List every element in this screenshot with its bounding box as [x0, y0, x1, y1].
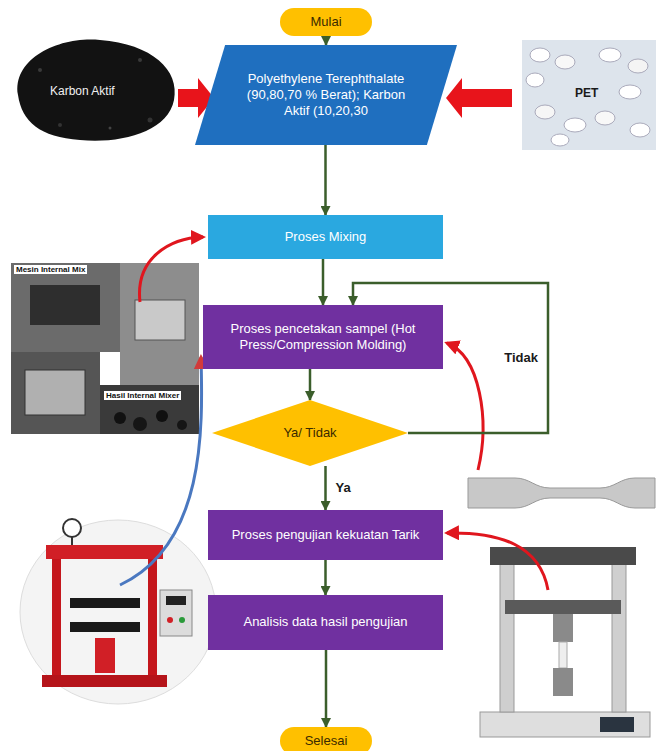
- machine-column: [612, 560, 626, 712]
- pellet: [530, 48, 550, 62]
- compound-lump: [156, 410, 168, 422]
- press-base: [42, 675, 167, 687]
- heating-plate: [70, 622, 140, 632]
- button: [167, 617, 173, 623]
- hot-press-photo: [20, 519, 216, 704]
- process-box: Proses pengujian kekuatan Tarik: [208, 510, 443, 560]
- pointer-arrow: [447, 343, 483, 470]
- press-beam: [46, 545, 163, 559]
- photo-frame: [10, 262, 200, 435]
- photo-label: PET: [573, 86, 600, 100]
- photo: [10, 352, 100, 435]
- dogbone-specimen: [468, 478, 655, 508]
- pointer-arrow: [140, 237, 203, 302]
- powder-grain: [109, 127, 112, 130]
- pellet: [555, 55, 575, 69]
- heating-plate: [70, 598, 140, 608]
- pet-pellets-photo: [522, 40, 656, 150]
- flow-arrow: [324, 560, 327, 595]
- pellet: [551, 134, 569, 146]
- powder-grain: [148, 118, 153, 123]
- screen: [600, 717, 634, 732]
- flow-arrow: [324, 466, 327, 510]
- photo-label: Mesin Internal Mix: [14, 265, 87, 274]
- flow-arrow: [322, 259, 325, 305]
- specimen: [559, 642, 567, 668]
- flow-arrow: [325, 36, 328, 45]
- start-terminal: Mulai: [280, 8, 372, 36]
- node-text: Analisis data hasil pengujian: [243, 614, 407, 630]
- decision-diamond-shape: [212, 400, 408, 466]
- machine-column: [500, 560, 514, 712]
- compound-lump: [177, 420, 187, 430]
- photo-label: Hasil Internal Mixer: [104, 391, 181, 400]
- compound-lump: [133, 417, 147, 431]
- photo-ground: [522, 40, 656, 150]
- machine-base: [480, 712, 650, 737]
- display: [166, 596, 186, 605]
- node-text: Proses Mixing: [285, 229, 367, 245]
- mixer-body: [135, 300, 185, 340]
- flow-arrow: [309, 369, 312, 400]
- flow-arrow: [325, 650, 328, 727]
- carbon-powder: [17, 40, 174, 141]
- edge-label: Tidak: [502, 350, 540, 366]
- grip: [553, 668, 573, 696]
- pellet: [599, 48, 621, 62]
- internal-mixer-photos: [10, 262, 200, 435]
- input-parallelogram: Polyethylene Terephthalate (90,80,70 % B…: [195, 45, 457, 145]
- photo-ground: [20, 520, 216, 704]
- end-terminal: Selesai: [280, 727, 372, 751]
- press-column: [148, 548, 157, 683]
- photo: [10, 262, 120, 352]
- pellet: [619, 85, 641, 99]
- hydraulic-jack: [95, 638, 115, 673]
- edge-label: Ya: [334, 480, 353, 496]
- crosshead: [505, 600, 621, 614]
- press-column: [52, 548, 61, 683]
- input-parallelogram-shape: [195, 45, 457, 145]
- process-box: Proses Mixing: [208, 215, 443, 259]
- tensile-tester-photo: [480, 547, 650, 737]
- powder-grain: [138, 58, 142, 62]
- photo-label: Karbon Aktif: [48, 84, 117, 98]
- mixer-chamber: [30, 285, 100, 325]
- node-text: Proses pencetakan sampel (Hot Press/Comp…: [215, 321, 431, 354]
- photo: [120, 262, 200, 385]
- pressure-gauge: [63, 519, 81, 537]
- pellet: [595, 111, 615, 125]
- mixer-rotor-housing: [25, 370, 85, 415]
- pointer-arrow: [447, 533, 548, 590]
- crossbar: [490, 547, 636, 565]
- decision-diamond: Ya/ Tidak: [212, 400, 408, 466]
- control-box: [160, 590, 192, 636]
- node-text: Polyethylene Terephthalate (90,80,70 % B…: [239, 71, 413, 120]
- node-text: Ya/ Tidak: [283, 425, 336, 441]
- input-arrow: [446, 78, 512, 118]
- photo: [100, 385, 200, 435]
- process-box: Proses pencetakan sampel (Hot Press/Comp…: [203, 305, 443, 369]
- node-text: Mulai: [310, 14, 341, 30]
- grip: [553, 614, 573, 642]
- node-text: Selesai: [305, 733, 348, 749]
- compound-lump: [114, 412, 126, 424]
- pellet: [535, 105, 555, 119]
- pellet: [630, 123, 650, 137]
- powder-grain: [38, 68, 42, 72]
- powder-grain: [58, 123, 62, 127]
- pellet: [564, 118, 586, 132]
- button: [179, 617, 185, 623]
- flow-arrow: [324, 145, 327, 215]
- node-text: Proses pengujian kekuatan Tarik: [232, 527, 420, 543]
- carbon-powder-photo: [17, 40, 174, 141]
- pellet: [526, 73, 544, 87]
- process-box: Analisis data hasil pengujian: [208, 595, 443, 650]
- pellet: [628, 59, 648, 73]
